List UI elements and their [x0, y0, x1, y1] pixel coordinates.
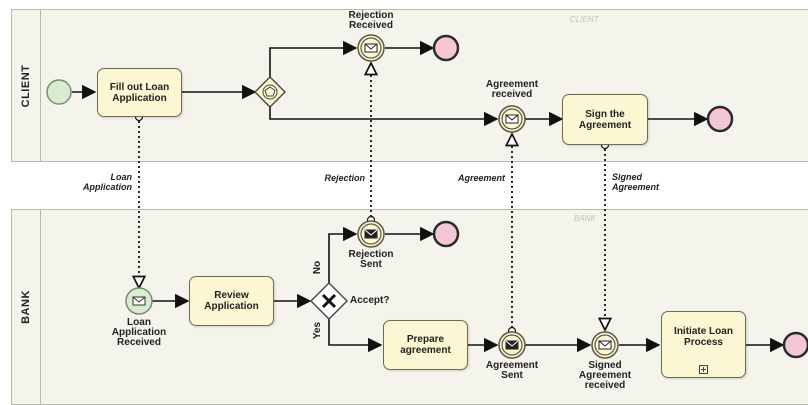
bank-sequence-flows: [152, 226, 785, 353]
task-sign-the-agreement[interactable]: Sign the Agreement: [562, 94, 648, 145]
envelope-icon: [364, 43, 378, 53]
label-gateway-yes: Yes: [312, 321, 324, 340]
client-sequence-flows: [72, 40, 709, 127]
label-message-loan-application: Loan Application: [83, 172, 132, 192]
end-event-bank-rejection[interactable]: [432, 220, 460, 248]
label-agreement-received: Agreement received: [485, 79, 539, 100]
x-marker-icon: [321, 293, 337, 309]
start-event[interactable]: [46, 79, 72, 105]
message-flows: [139, 63, 605, 330]
label-signed-agreement-received: Signed Agreement received: [578, 360, 632, 391]
task-label: Initiate Loan Process: [674, 326, 733, 348]
task-fill-out-loan-application[interactable]: Fill out Loan Application: [97, 68, 182, 117]
client-pool-header: CLIENT: [12, 10, 41, 161]
label-message-signed-agreement: Signed Agreement: [612, 172, 660, 192]
intermediate-event-rejection-received[interactable]: [357, 34, 385, 62]
intermediate-event-signed-agreement-received[interactable]: [591, 331, 619, 359]
intermediate-event-rejection-sent[interactable]: [357, 220, 385, 248]
end-event-client-signed[interactable]: [706, 105, 734, 133]
task-review-application[interactable]: Review Application: [189, 276, 274, 326]
task-prepare-agreement[interactable]: Prepare agreement: [383, 320, 468, 370]
client-pool-watermark: CLIENT: [570, 15, 599, 24]
envelope-filled-icon: [364, 229, 378, 239]
task-label: Prepare agreement: [400, 334, 451, 356]
end-events: [432, 34, 808, 359]
exclusive-gateway-accept[interactable]: [310, 282, 348, 320]
label-loan-application-received: Loan Application Received: [111, 317, 167, 348]
envelope-filled-icon: [505, 340, 519, 350]
label-rejection-received: Rejection Received: [348, 10, 394, 31]
subprocess-plus-icon: [698, 365, 708, 374]
label-rejection-sent: Rejection Sent: [348, 249, 394, 270]
envelope-icon: [132, 296, 146, 306]
intermediate-event-agreement-sent[interactable]: [498, 331, 526, 359]
envelope-icon: [505, 114, 519, 124]
label-accept-question: Accept?: [350, 295, 390, 306]
end-event-loan-process[interactable]: [782, 331, 808, 359]
task-label: Review Application: [204, 290, 259, 312]
end-event-rejection[interactable]: [432, 34, 460, 62]
envelope-icon: [598, 340, 612, 350]
bank-pool-watermark: BANK: [574, 214, 596, 223]
label-gateway-no: No: [312, 260, 324, 275]
intermediate-event-agreement-received[interactable]: [498, 105, 526, 133]
label-message-agreement: Agreement: [457, 173, 505, 183]
label-agreement-sent: Agreement Sent: [485, 360, 539, 381]
pentagon-icon: [264, 86, 276, 97]
task-label: Fill out Loan Application: [109, 81, 170, 104]
task-initiate-loan-process[interactable]: Initiate Loan Process: [661, 311, 746, 378]
start-event-loan-application-received[interactable]: [125, 287, 153, 315]
task-label: Sign the Agreement: [578, 108, 632, 131]
bank-pool-header: BANK: [12, 210, 41, 404]
event-based-gateway[interactable]: [254, 76, 286, 108]
label-message-rejection: Rejection: [324, 173, 365, 183]
